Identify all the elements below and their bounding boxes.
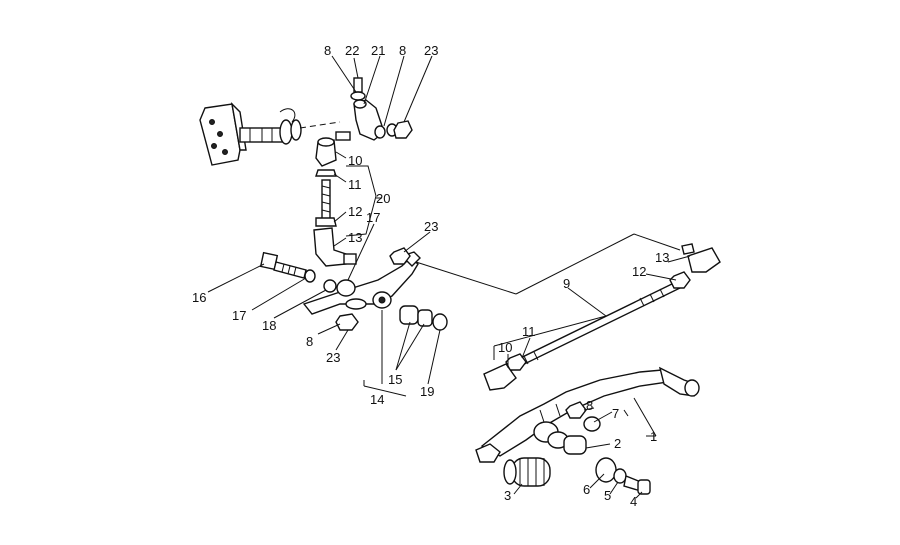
leader-lines [207,55,691,499]
callout-11: 11 [522,324,536,339]
callout-15: 15 [388,372,402,387]
callout-23: 23 [326,350,340,365]
callout-19: 19 [420,384,434,399]
callout-8: 8 [306,334,313,349]
callout-13: 13 [655,250,669,265]
callout-3: 3 [504,488,511,503]
callout-16: 16 [192,290,206,305]
callout-11: 11 [348,177,362,192]
gear-shift-lever [335,77,413,141]
vertical-link-rod [313,137,357,267]
linkage-rod-9 [483,243,721,391]
callout-20: 20 [376,191,390,206]
callout-8: 8 [399,43,406,58]
callout-22: 22 [345,43,359,58]
callout-8: 8 [586,398,593,413]
callout-9: 9 [563,276,570,291]
gearbox-shaft-assembly [199,101,341,166]
callout-23: 23 [424,219,438,234]
callout-23: 23 [424,43,438,58]
callout-17: 17 [366,210,380,225]
callout-labels: 8 22 21 8 23 10 11 20 12 13 17 23 16 17 … [192,43,669,509]
callout-21: 21 [371,43,385,58]
callout-18: 18 [262,318,276,333]
callout-17: 17 [232,308,246,323]
callout-1: 1 [650,429,657,444]
callout-10: 10 [498,340,512,355]
callout-2: 2 [614,436,621,451]
callout-12: 12 [348,204,362,219]
bolt-16 [259,251,316,283]
callout-12: 12 [632,264,646,279]
callout-8: 8 [324,43,331,58]
callout-6: 6 [583,482,590,497]
callout-10: 10 [348,153,362,168]
callout-4: 4 [630,494,637,509]
callout-7: 7 [612,406,619,421]
foot-peg-rubber [503,457,551,487]
assembly-guide-lines [363,233,681,423]
callout-13: 13 [348,230,362,245]
foot-shift-lever [475,366,700,495]
callout-5: 5 [604,488,611,503]
callout-14: 14 [370,392,384,407]
bell-crank-assembly [302,247,448,331]
